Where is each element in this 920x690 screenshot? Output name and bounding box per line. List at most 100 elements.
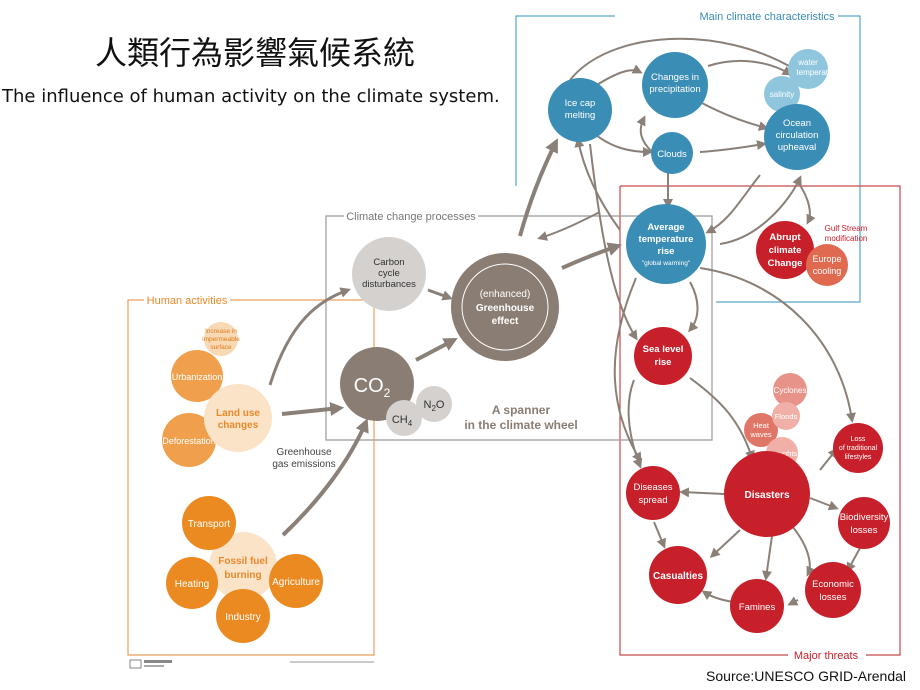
- arrow-sealevel-to-disasters: [689, 377, 755, 461]
- arrow-precip-to-ocean: [699, 101, 769, 131]
- svg-text:"global warming": "global warming": [642, 260, 691, 267]
- arrow-sealevel-to-diseases: [627, 379, 643, 469]
- svg-text:Agriculture: Agriculture: [272, 577, 320, 588]
- title-chinese: 人類行為影響氣候系統: [94, 34, 415, 72]
- node-clouds: Clouds: [651, 132, 693, 174]
- node-loss-of-lifestyles: Loss of traditional lifestyles: [833, 423, 883, 473]
- arrow-icecap-to-water: [569, 37, 799, 81]
- svg-text:cooling: cooling: [813, 266, 842, 276]
- arrows: [268, 37, 861, 606]
- section-label-human-activities: Human activities: [147, 295, 228, 307]
- arrow-avgtemp-to-sealevel: [688, 281, 699, 333]
- frame-human-activities: [127, 299, 375, 656]
- node-water-temperature: water temperature: [788, 49, 840, 89]
- svg-text:of traditional: of traditional: [839, 445, 878, 452]
- label-spanner-2: in the climate wheel: [464, 418, 577, 432]
- arrow-ocean-to-avgtemp: [705, 174, 761, 234]
- node-famines: Famines: [730, 579, 784, 633]
- node-precipitation: Changes in precipitation: [642, 52, 708, 118]
- arrow-famines-to-casualties: [701, 590, 735, 603]
- svg-text:Floods: Floods: [775, 412, 798, 421]
- svg-text:circulation: circulation: [776, 130, 819, 141]
- frame-main-climate: [515, 15, 861, 303]
- svg-text:temperature: temperature: [639, 234, 694, 245]
- arrow-disasters-to-economic: [791, 525, 816, 577]
- svg-text:Changes in: Changes in: [651, 72, 699, 83]
- node-greenhouse-effect: (enhanced) Greenhouse effect: [451, 253, 559, 361]
- svg-text:rise: rise: [658, 246, 675, 257]
- svg-text:effect: effect: [492, 316, 519, 327]
- arrow-disasters-to-biodiversity: [809, 497, 839, 511]
- node-biodiversity: Biodiversity losses: [838, 497, 890, 549]
- svg-text:Industry: Industry: [225, 612, 261, 623]
- svg-text:Biodiversity: Biodiversity: [840, 512, 889, 523]
- svg-text:Economic: Economic: [812, 579, 854, 590]
- svg-text:Carbon: Carbon: [373, 257, 404, 268]
- arrow-disasters-to-lifestyles: [819, 447, 838, 471]
- svg-text:Change: Change: [768, 258, 803, 269]
- arrow-precip-to-water: [707, 60, 793, 76]
- svg-text:Clouds: Clouds: [657, 149, 687, 160]
- svg-text:Disasters: Disasters: [744, 490, 789, 501]
- svg-text:Land use: Land use: [216, 408, 260, 419]
- svg-text:Loss: Loss: [851, 436, 866, 443]
- svg-text:Transport: Transport: [188, 519, 231, 530]
- arrow-disasters-to-casualties: [709, 529, 741, 559]
- arrow-icecap-to-sealevel: [589, 143, 638, 341]
- node-industry: Industry: [216, 589, 270, 643]
- node-fossil-fuel: Fossil fuel burning: [209, 532, 277, 600]
- svg-text:precipitation: precipitation: [649, 84, 700, 95]
- svg-text:Deforestation: Deforestation: [162, 436, 216, 446]
- node-agriculture: Agriculture: [269, 554, 323, 608]
- svg-text:rise: rise: [655, 357, 672, 368]
- svg-text:Heat: Heat: [753, 421, 770, 430]
- arrow-landuse-to-co2: [281, 402, 345, 416]
- node-carbon-cycle: Carbon cycle disturbances: [352, 237, 426, 311]
- arrow-avgtemp-to-greenhouse: [537, 211, 601, 241]
- node-ice-cap: Ice cap melting: [548, 78, 612, 142]
- arrow-avgtemp-to-icecap: [574, 137, 621, 231]
- section-label-climate-processes: Climate change processes: [346, 211, 476, 223]
- node-ch4: CH4: [386, 400, 422, 436]
- arrow-landuse-to-carbon: [268, 287, 351, 386]
- source-credit: Source:UNESCO GRID-Arendal: [706, 668, 906, 684]
- svg-text:Ocean: Ocean: [783, 118, 811, 129]
- svg-text:water: water: [797, 58, 818, 67]
- node-urbanization: Urbanization: [171, 350, 223, 402]
- node-deforestation: Deforestation: [162, 413, 216, 467]
- svg-text:Increase in: Increase in: [205, 328, 237, 335]
- node-impermeable: Increase in impermeable surface: [202, 322, 240, 356]
- svg-text:Europe: Europe: [812, 254, 841, 264]
- arrow-carbon-to-greenhouse: [427, 288, 453, 301]
- label-spanner-1: A spanner: [492, 403, 551, 417]
- svg-text:temperature: temperature: [796, 68, 840, 77]
- svg-text:Diseases: Diseases: [633, 482, 672, 493]
- svg-text:impermeable: impermeable: [202, 336, 240, 343]
- svg-text:N2O: N2O: [424, 399, 445, 413]
- svg-text:changes: changes: [218, 420, 259, 431]
- node-ocean-circulation: Ocean circulation upheaval: [764, 104, 830, 170]
- title-english: The influence of human activity on the c…: [2, 86, 500, 107]
- node-disasters: Disasters: [724, 451, 810, 537]
- svg-text:Droughts: Droughts: [767, 449, 798, 458]
- svg-text:Ice cap: Ice cap: [565, 98, 596, 109]
- section-label-main-climate: Main climate characteristics: [699, 11, 835, 23]
- svg-text:burning: burning: [224, 570, 261, 581]
- svg-text:cycle: cycle: [378, 268, 400, 279]
- svg-text:upheaval: upheaval: [778, 142, 817, 153]
- node-transport: Transport: [182, 496, 236, 550]
- svg-text:waves: waves: [749, 430, 772, 439]
- arrow-clouds-to-ocean: [699, 140, 767, 153]
- node-heating: Heating: [166, 557, 218, 609]
- svg-text:CO2: CO2: [354, 375, 391, 400]
- arrow-biodiversity-to-economic: [846, 547, 861, 573]
- svg-text:Heating: Heating: [175, 579, 209, 590]
- arrow-avgtemp-to-lifestyles: [699, 267, 856, 423]
- node-cyclones: Cyclones: [773, 373, 807, 407]
- svg-text:Sea level: Sea level: [643, 344, 684, 355]
- svg-text:CH4: CH4: [392, 414, 413, 428]
- svg-text:melting: melting: [565, 110, 596, 121]
- svg-text:losses: losses: [820, 592, 847, 603]
- node-diseases: Diseases spread: [626, 466, 680, 520]
